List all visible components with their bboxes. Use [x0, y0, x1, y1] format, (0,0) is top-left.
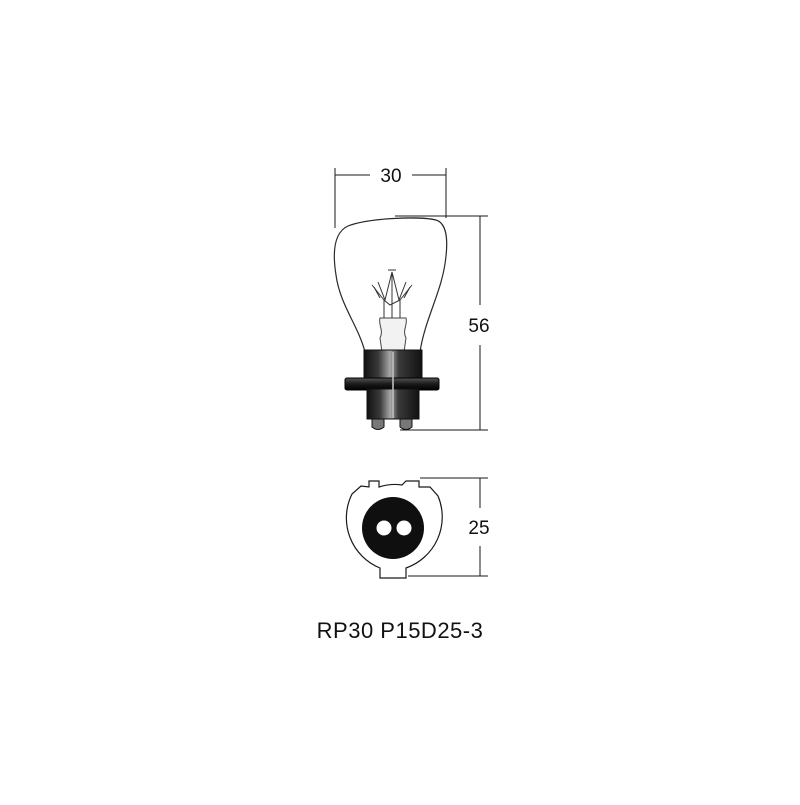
part-number-caption: RP30 P15D25-3: [316, 618, 484, 643]
base-contacts: [371, 418, 413, 430]
dimension-base-label: 25: [468, 518, 489, 539]
contact-right: [396, 520, 412, 536]
glass-envelope: [333, 217, 448, 353]
dimension-height-label: 56: [468, 316, 489, 337]
dimension-width-label: 30: [380, 166, 401, 187]
dimension-width: [334, 168, 447, 228]
filament: [371, 269, 413, 320]
dimension-height: [395, 215, 488, 431]
base-end-view-face: [362, 497, 424, 559]
dimension-base: [408, 477, 488, 577]
glass-stem: [379, 317, 407, 353]
contact-left: [376, 520, 392, 536]
